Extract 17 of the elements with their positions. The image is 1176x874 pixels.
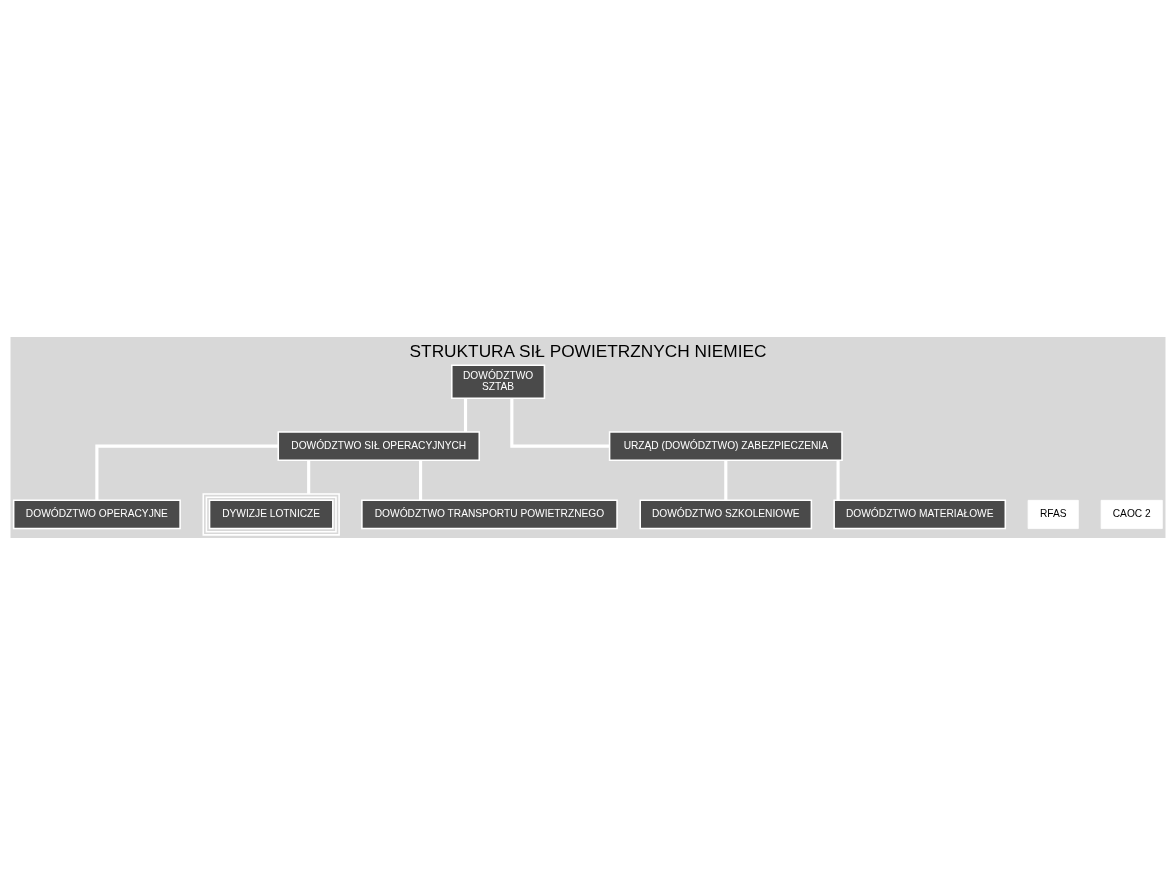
connector: [836, 459, 840, 500]
connector: [510, 397, 610, 448]
node-box: DOWÓDZTWO OPERACYJNE: [12, 499, 181, 529]
diagram-title: STRUKTURA SIŁ POWIETRZNYCH NIEMIEC: [409, 340, 767, 361]
node-box: DOWÓDZTWO SIŁ OPERACYJNYCH: [277, 430, 481, 461]
node-box: DOWÓDZTWO MATERIAŁOWE: [833, 499, 1007, 529]
connector: [95, 444, 279, 500]
node-box: DOWÓDZTWO SZKOLENIOWE: [639, 499, 813, 529]
node-box: DOWÓDZTWO SZTAB: [451, 364, 546, 399]
connector: [419, 459, 423, 500]
connector: [463, 397, 468, 432]
connector: [307, 459, 311, 494]
node-box: CAOC 2: [1100, 499, 1163, 529]
node-box: URZĄD (DOWÓDZTWO) ZABEZPIECZENIA: [608, 430, 843, 461]
connector: [724, 459, 728, 500]
node-box: DOWÓDZTWO TRANSPORTU POWIETRZNEGO: [361, 499, 618, 529]
node-box: RFAS: [1027, 499, 1079, 529]
